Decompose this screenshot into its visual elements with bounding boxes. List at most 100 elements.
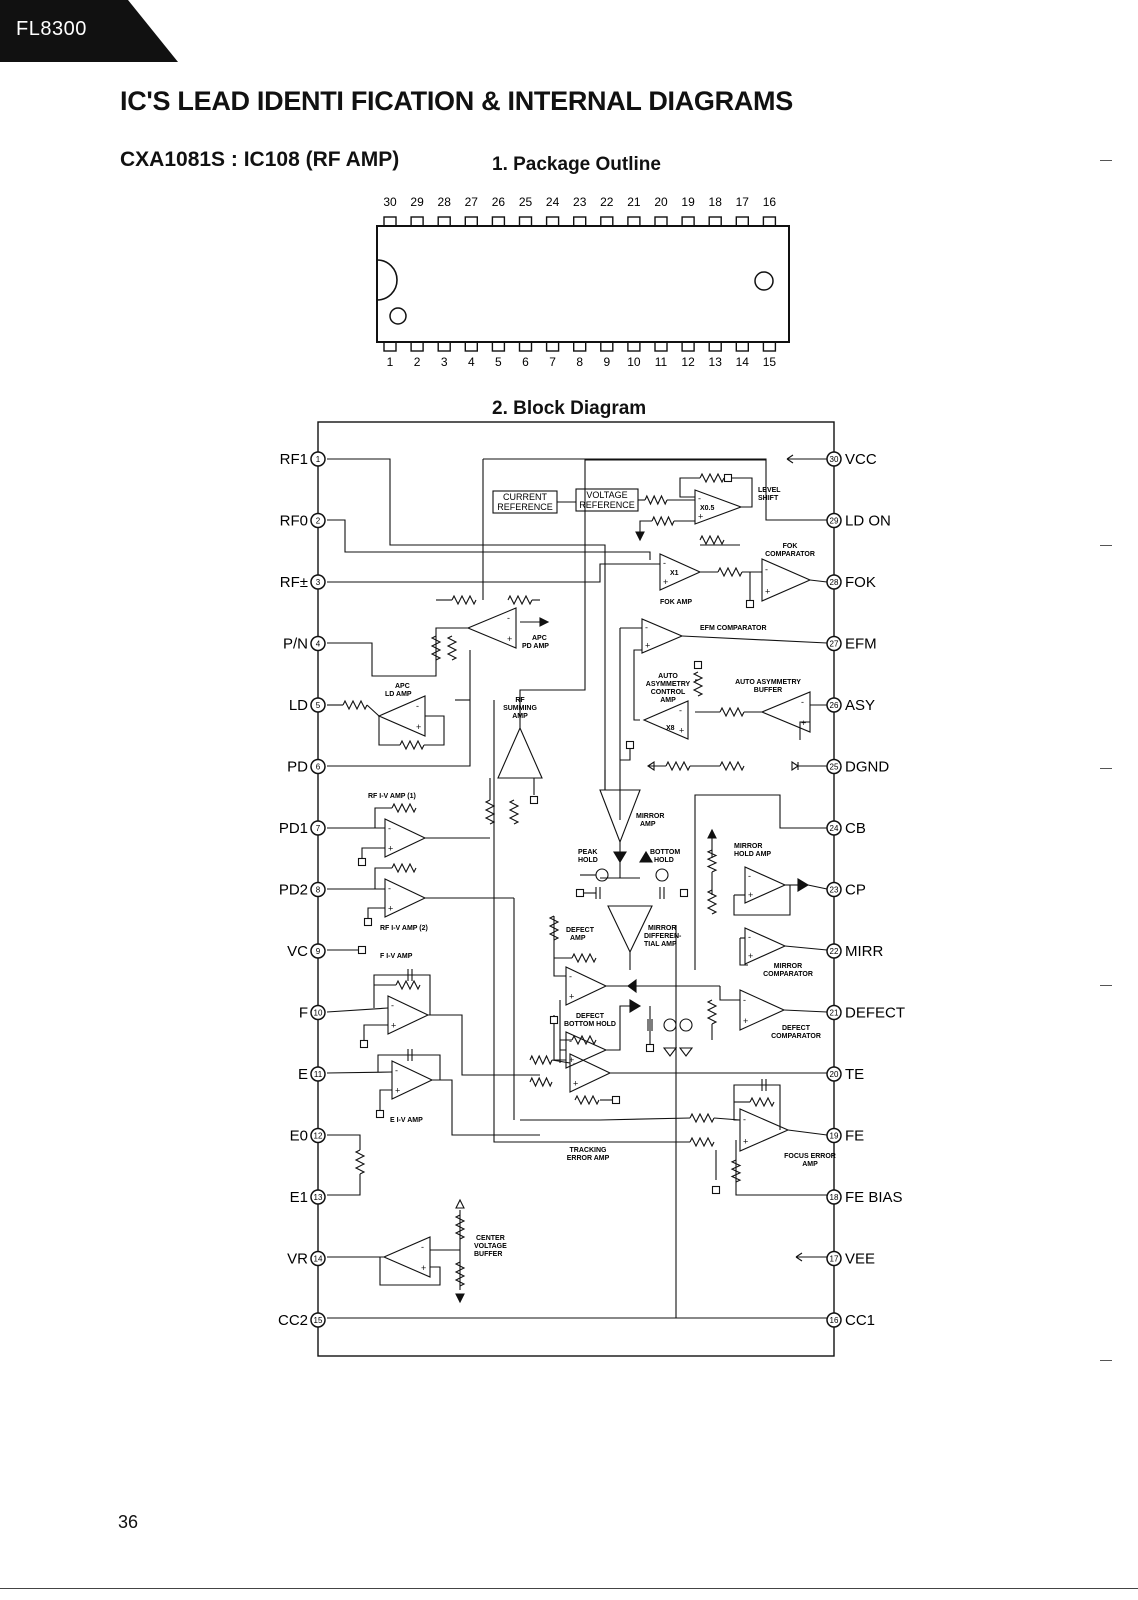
pin-terminal-left: [310, 1189, 326, 1205]
package-pin-number: 29: [410, 195, 424, 209]
resistor: [719, 760, 745, 772]
resistor: [484, 799, 496, 825]
pin-terminal-left: [310, 758, 326, 775]
arrow-vee: [795, 1252, 808, 1262]
pin-number: 11: [314, 1070, 323, 1079]
resistor: [651, 515, 675, 527]
amp-sign: +: [416, 722, 421, 732]
package-pin-top: [654, 216, 668, 227]
resistor: [430, 635, 442, 661]
package-pin-top: [437, 216, 451, 227]
pin-terminal-left: [310, 1066, 326, 1082]
block-label: MIRROR: [648, 925, 676, 932]
amp-sign: +: [748, 890, 753, 900]
package-pin-number: 11: [655, 355, 668, 369]
current-source: [663, 1018, 677, 1032]
block-label: AMP: [660, 697, 676, 704]
amp-sign: -: [569, 1036, 572, 1046]
pin-number: 23: [830, 886, 839, 895]
terminal-square: [679, 888, 689, 898]
resistor: [699, 534, 725, 546]
package-pin-number: 27: [465, 195, 479, 209]
wire: [379, 1256, 441, 1286]
wire: [599, 1117, 691, 1121]
block-label: LD AMP: [385, 691, 412, 698]
wire-efm: [681, 635, 828, 644]
wire-rf1: [327, 458, 606, 790]
pin-number: 5: [316, 701, 321, 710]
package-pin-number: 21: [627, 195, 641, 209]
package-pin-number: 24: [546, 195, 560, 209]
block-label: VOLTAGE: [586, 490, 627, 500]
block-label: F I-V AMP: [380, 953, 413, 960]
resistor: [529, 1054, 553, 1066]
focus-error-amp: [739, 1108, 790, 1152]
pin-terminal-right: [826, 1066, 842, 1082]
block-label: AUTO: [658, 673, 678, 680]
diode: [613, 851, 627, 864]
block-label: COMPARATOR: [763, 971, 813, 978]
pin-label-left: PD2: [279, 882, 308, 899]
wire: [361, 847, 385, 860]
pin-number: 12: [314, 1132, 323, 1141]
pin-number: 17: [830, 1255, 839, 1264]
wire: [551, 1059, 571, 1064]
package-pin-bottom: [681, 341, 695, 352]
block-label: DEFECT: [576, 1013, 605, 1020]
wire-defect: [783, 1009, 828, 1013]
resistor: [719, 706, 745, 718]
block-label: AMP: [570, 935, 586, 942]
pin-number: 24: [830, 824, 839, 833]
package-pin-number: 1: [387, 355, 394, 369]
pin-terminal-left: [310, 574, 326, 590]
terminal-square: [723, 473, 733, 483]
wire-mirr: [784, 945, 828, 951]
package-pin-number: 9: [603, 355, 610, 369]
package-pin-number: 26: [492, 195, 506, 209]
resistor: [399, 739, 425, 751]
fok-comparator: [761, 558, 812, 602]
mirror-comparator: [744, 927, 787, 965]
pin-label-right: FOK: [845, 574, 876, 591]
resistor: [706, 889, 718, 915]
pin-label-right: EFM: [845, 636, 877, 653]
margin-mark: [1100, 160, 1112, 161]
resistor: [342, 699, 368, 711]
pin-terminal-right: [826, 1312, 842, 1328]
pin-label-right: DGND: [845, 759, 889, 776]
wire: [559, 1039, 572, 1063]
margin-mark: [1100, 768, 1112, 769]
resistor: [689, 1112, 715, 1124]
arrow-up: [455, 1198, 465, 1209]
package-pin-top: [708, 216, 722, 227]
package-pin-number: 4: [468, 355, 475, 369]
wire: [435, 627, 468, 660]
pin-number: 19: [830, 1132, 839, 1141]
resistor: [507, 594, 533, 606]
arrow-down: [635, 531, 645, 542]
wire: [363, 1024, 388, 1040]
rf-iv-amp-1: [384, 818, 427, 858]
package-pin-bottom: [464, 341, 478, 352]
package-pin-number: 30: [383, 195, 397, 209]
block-label: HOLD: [578, 857, 598, 864]
pin-number: 26: [830, 701, 839, 710]
package-pin-number: 3: [441, 355, 448, 369]
package-pin-bottom: [600, 341, 614, 352]
amp-sign: -: [679, 706, 682, 716]
wire: [519, 459, 766, 728]
pin-terminal-left: [310, 943, 326, 959]
pin-number: 30: [830, 455, 839, 464]
diode: [629, 999, 642, 1013]
package-pin-number: 23: [573, 195, 587, 209]
package-pin-number: 18: [709, 195, 723, 209]
pin-number: 15: [314, 1316, 323, 1325]
amp-sign: -: [569, 972, 572, 982]
pin-number: 9: [316, 947, 321, 956]
pin-terminal-right: [826, 635, 842, 652]
package-pin-bottom: [762, 341, 777, 352]
amp-sign: -: [395, 1066, 398, 1076]
arrow-down: [455, 1293, 465, 1304]
pin-label-right: VCC: [845, 451, 877, 468]
amp-sign: -: [388, 824, 391, 834]
